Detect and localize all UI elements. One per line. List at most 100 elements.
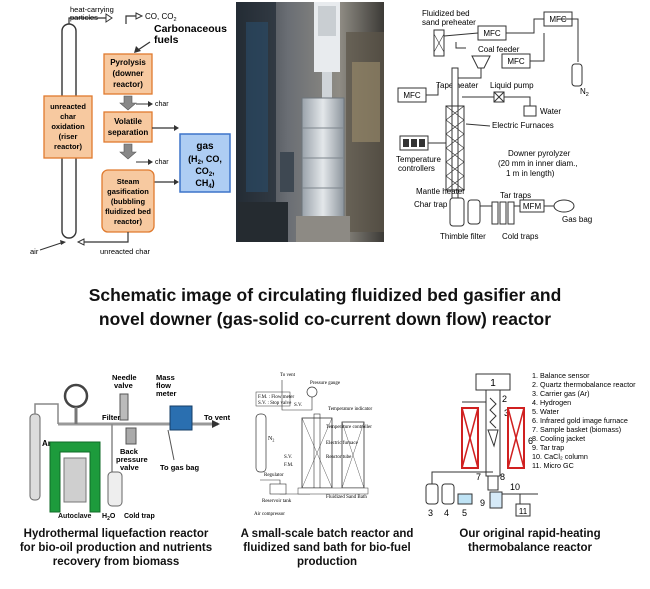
- volatile-box: [103, 111, 153, 143]
- legend-5: 5. Water: [532, 407, 559, 416]
- pyrolyzer-line3: 1 m in length): [506, 169, 555, 178]
- controllers-label: controllers: [398, 164, 435, 173]
- temperature-label: Temperature: [396, 155, 441, 164]
- electric-furnaces-label: Electric Furnaces: [492, 121, 554, 130]
- caption-middle-line2: fluidized sand bath for bio-fuel: [243, 542, 411, 554]
- gas-bag-label: Gas bag: [562, 215, 592, 224]
- char-trap: [449, 197, 465, 227]
- to-gas-bag-label: To gas bag: [160, 463, 199, 472]
- reactor-photo: [236, 2, 384, 242]
- steam-line4: fluidized bed: [105, 207, 151, 216]
- preheater-line2: sand preheater: [422, 18, 476, 27]
- thimble-filter-label: Thimble filter: [440, 232, 486, 241]
- pressure-gauge: [63, 383, 89, 409]
- batch-pressure-gauge-label: Pressure gauge: [310, 381, 341, 386]
- sv-label: S.V.: [294, 403, 302, 408]
- unreacted-line5: reactor): [54, 142, 82, 151]
- num-2: 2: [502, 394, 507, 404]
- steam-line5: reactor): [114, 217, 142, 226]
- electric-furnaces: [445, 105, 465, 191]
- autoclave: [63, 457, 87, 503]
- mfm-line2: flow: [156, 381, 171, 390]
- back-pressure-valve: [125, 427, 137, 445]
- preheater-line1: Fluidized bed: [422, 9, 470, 18]
- steam-line3: (bubbling: [111, 197, 146, 206]
- gas-box: [179, 133, 231, 193]
- caption-batch: A small-scale batch reactor and fluidize…: [232, 527, 422, 569]
- main-title: Schematic image of circulating fluidized…: [0, 283, 650, 331]
- filter-label: Filter: [102, 413, 120, 422]
- volatile-line2: separation: [108, 128, 149, 137]
- gas-title: gas: [196, 141, 214, 152]
- num-1: 1: [490, 378, 496, 389]
- tar-traps-label: Tar traps: [500, 191, 531, 200]
- hydrogen-bottle: [441, 483, 455, 505]
- main-title-line2: novel downer (gas-solid co-current down …: [98, 309, 552, 329]
- electric-furnace-label: Electric furnace: [326, 441, 359, 446]
- sand-bath-label: Fluidized Sand Bath: [326, 495, 367, 500]
- caption-left-line2: for bio-oil production and nutrients: [19, 542, 213, 554]
- reactor-tube-label: Reactor tube: [326, 455, 352, 460]
- n2-cylinder: [571, 63, 583, 87]
- legend-7: 7. Sample basket (biomass): [532, 425, 621, 434]
- steam-line1: Steam: [117, 177, 140, 186]
- cold-trap-label: Cold trap: [124, 513, 155, 520]
- temp-indicator-label: Temperature indicator: [328, 407, 373, 412]
- reservoir-tank-label: Reservoir tank: [262, 499, 292, 504]
- autoclave-label: Autoclave: [58, 513, 92, 520]
- caption-hydrothermal: Hydrothermal liquefaction reactor for bi…: [0, 527, 232, 569]
- water-vessel: [457, 493, 473, 505]
- air-compressor-label: Air compressor: [254, 512, 285, 517]
- volatile-line1: Volatile: [114, 117, 142, 126]
- heat-carrying-label: heat-carrying: [70, 6, 114, 14]
- tar-trap: [489, 491, 503, 509]
- co-co2-label: CO, CO2: [145, 12, 177, 23]
- legend-1: 1. Balance sensor: [532, 371, 590, 380]
- mfc-label-1: MFC: [483, 29, 501, 38]
- num-9: 9: [480, 498, 485, 508]
- bpv-line1: Back: [120, 447, 139, 456]
- mantle-heater-label: Mantle heater: [416, 187, 465, 196]
- fm-label: F.M.: [284, 463, 293, 468]
- caption-left-line1: Hydrothermal liquefaction reactor: [23, 528, 209, 540]
- legend-11: 11. Micro GC: [532, 461, 574, 470]
- gas-line2: CO2,: [195, 166, 214, 178]
- n2-label: N2: [580, 87, 589, 98]
- pyrolysis-line3: reactor): [113, 80, 143, 89]
- coal-feeder-label: Coal feeder: [478, 45, 520, 54]
- steam-line2: gasification: [107, 187, 149, 196]
- mfc-label-3: MFC: [507, 57, 525, 66]
- bpv-line3: valve: [120, 463, 139, 472]
- fuels-label: fuels: [154, 34, 179, 46]
- unreacted-box: [43, 95, 93, 159]
- pyrolyzer-line1: Downer pyrolyzer: [508, 149, 571, 158]
- caption-thermobalance: Our original rapid-heating thermobalance…: [430, 527, 630, 555]
- gasifier-diagram: heat-carrying particles CO, CO2 Carbonac…: [30, 6, 231, 256]
- gas-line3: CH4): [195, 178, 214, 190]
- to-vent-label: To vent: [204, 413, 231, 422]
- sv-legend: S.V. : Stop valve: [258, 401, 292, 406]
- temp-controller-label: Temperature controller: [326, 425, 372, 430]
- h2o-label: H2O: [102, 513, 116, 522]
- legend-8: 8. Cooling jacket: [532, 434, 585, 443]
- legend-3: 3. Carrier gas (Ar): [532, 389, 590, 398]
- pyrolyzer-line2: (20 mm in inner diam.,: [498, 159, 578, 168]
- air-label: air: [30, 247, 39, 256]
- hydrothermal-diagram: Needle valve Mass flow meter To vent Fil…: [29, 373, 231, 522]
- legend-10: 10. CaCl₂ column: [532, 452, 588, 461]
- fm-legend: F.M. : Flow meter: [258, 395, 294, 400]
- mfm-label: MFM: [523, 202, 542, 211]
- unreacted-line1: unreacted: [50, 102, 86, 111]
- micro-gc: [515, 503, 531, 517]
- autoclave-heater: [49, 441, 101, 513]
- pyrolysis-line1: Pyrolysis: [110, 58, 146, 67]
- pyrolysis-line2: (downer: [112, 69, 143, 78]
- main-title-line1: Schematic image of circulating fluidized…: [88, 285, 562, 305]
- num-11: 11: [519, 507, 528, 516]
- mfm-line3: meter: [156, 389, 177, 398]
- num-8: 8: [500, 472, 505, 482]
- carbonaceous-label: Carbonaceous: [154, 23, 227, 35]
- batch-to-vent: To vent: [280, 373, 296, 378]
- cold-trap: [107, 471, 123, 507]
- regulator-label: Regulator: [264, 473, 284, 478]
